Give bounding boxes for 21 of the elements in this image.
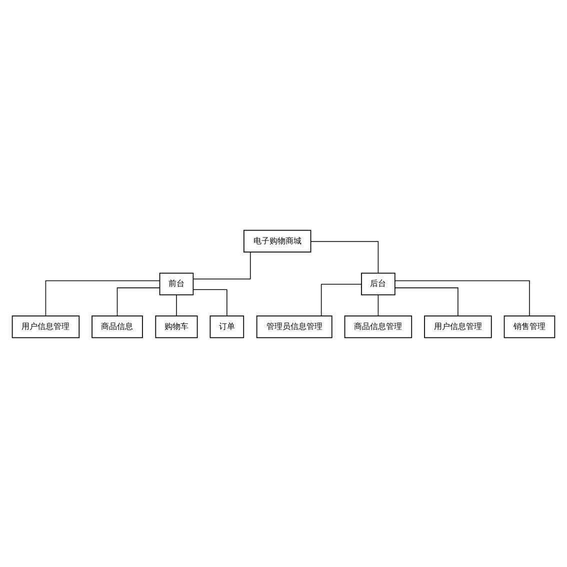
connector xyxy=(116,286,160,316)
node-box: 商品信息管理 xyxy=(344,315,412,338)
connector xyxy=(176,294,177,316)
connector xyxy=(378,294,379,316)
connector xyxy=(320,283,362,316)
node-box: 商品信息 xyxy=(92,315,143,338)
connector xyxy=(394,286,458,316)
node-box: 后台 xyxy=(361,272,396,295)
connector xyxy=(394,280,530,316)
node-box: 管理员信息管理 xyxy=(256,315,332,338)
connector xyxy=(310,240,379,273)
connector xyxy=(192,288,228,316)
node-box: 用户信息管理 xyxy=(12,315,80,338)
node-box: 电子购物商城 xyxy=(243,229,312,252)
node-box: 用户信息管理 xyxy=(424,315,492,338)
node-box: 订单 xyxy=(210,315,244,338)
connector xyxy=(45,280,160,316)
node-box: 前台 xyxy=(159,272,194,295)
connector xyxy=(192,251,251,279)
node-box: 购物车 xyxy=(155,315,198,338)
node-box: 销售管理 xyxy=(504,315,556,338)
